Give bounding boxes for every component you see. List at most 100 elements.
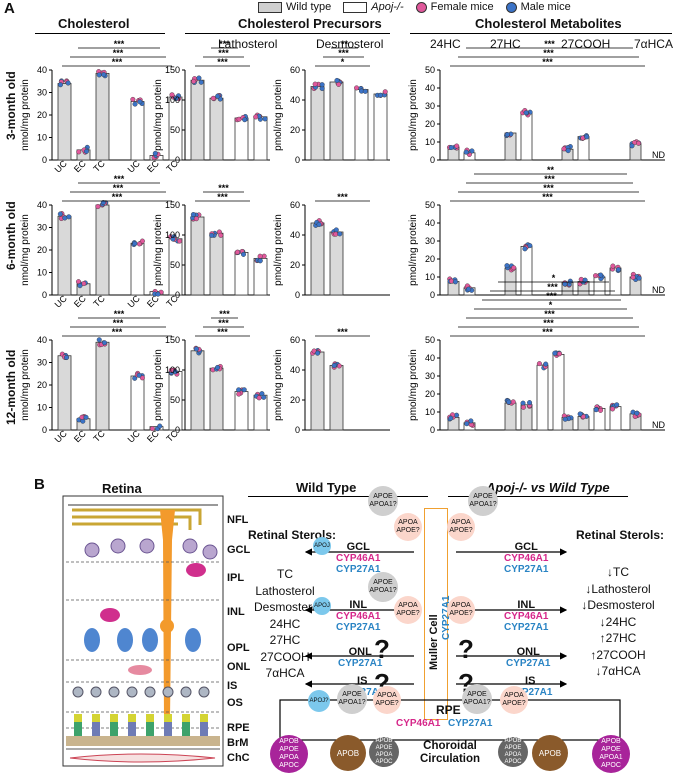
data-point [634, 410, 640, 416]
y-tick-label: 40 [37, 65, 47, 75]
panel-a-letter: A [4, 0, 15, 17]
data-point [149, 426, 155, 432]
y-axis-label: nmol/mg protein [20, 79, 31, 151]
data-point [520, 400, 526, 406]
data-point [169, 92, 175, 98]
nd-label: ND [652, 285, 665, 295]
y-tick-label: 0 [430, 425, 435, 435]
bar [310, 351, 325, 431]
bipolar-cells [84, 628, 201, 652]
horizontal-cell [128, 665, 152, 675]
wt-onl: ONL CYP27A1 [338, 646, 383, 670]
data-point [506, 399, 512, 405]
legend-female: Female mice [415, 1, 494, 13]
data-point [62, 215, 68, 221]
data-point [157, 423, 163, 429]
data-point [580, 414, 586, 420]
y-tick-label: 20 [425, 389, 435, 399]
data-point [137, 99, 143, 105]
y-tick-label: 0 [295, 155, 300, 165]
y-tick-label: 0 [42, 290, 47, 300]
data-point [504, 132, 510, 138]
data-point [593, 407, 599, 413]
bar [609, 267, 622, 296]
nd-label: ND [652, 420, 665, 430]
rpe-box [279, 699, 621, 741]
y-tick-label: 150 [165, 65, 180, 75]
y-tick-label: 0 [430, 155, 435, 165]
y-tick-label: 30 [425, 371, 435, 381]
ko-sterols-title: Retinal Sterols: [576, 528, 665, 542]
header-rule [35, 33, 165, 34]
data-point [132, 101, 138, 107]
data-point [511, 265, 517, 271]
data-point [96, 337, 102, 343]
header-cholesterol: Cholesterol [58, 16, 130, 31]
data-point [562, 281, 568, 287]
y-tick-label: 30 [37, 88, 47, 98]
ko-inl: INL CYP46A1 CYP27A1 [504, 599, 549, 634]
photoreceptors [72, 686, 210, 736]
data-point [543, 361, 549, 367]
y-tick-label: 10 [37, 403, 47, 413]
apoj-circle: APOJ [313, 597, 331, 615]
data-point [510, 399, 516, 405]
bar [95, 204, 110, 296]
data-point [469, 148, 475, 154]
bar [57, 355, 72, 431]
header-rule [185, 33, 390, 34]
y-tick-label: 10 [425, 137, 435, 147]
y-tick-label: 30 [37, 223, 47, 233]
amacrine-cell [186, 563, 206, 577]
data-point [577, 411, 583, 417]
wt-gcl: GCL CYP46A1 CYP27A1 [336, 541, 381, 576]
layer-label: IS [227, 680, 238, 692]
bar [253, 394, 268, 431]
data-point [196, 75, 202, 81]
sig-label: *** [112, 192, 123, 202]
y-tick-label: 40 [425, 353, 435, 363]
legend-ko: Apoj-/- [343, 1, 404, 13]
sig-label: *** [218, 183, 229, 193]
layer-label: NFL [227, 514, 249, 526]
y-axis-label: pmol/mg protein [273, 214, 284, 286]
data-point [598, 272, 604, 278]
data-point [236, 391, 242, 397]
data-point [190, 212, 196, 218]
y-tick-label: 20 [290, 125, 300, 135]
layer-label: INL [227, 606, 245, 618]
y-tick-label: 0 [42, 425, 47, 435]
y-tick-label: 50 [170, 125, 180, 135]
y-tick-label: 20 [290, 395, 300, 405]
sig-label: *** [217, 192, 228, 202]
bar [130, 101, 145, 161]
data-point [382, 89, 388, 95]
bar [190, 79, 205, 161]
y-tick-label: 40 [290, 230, 300, 240]
data-point [635, 140, 641, 146]
y-tick-label: 150 [165, 200, 180, 210]
bar [57, 83, 72, 161]
y-tick-label: 40 [290, 365, 300, 375]
y-axis-label: pmol/mg protein [153, 79, 164, 151]
sig-label: *** [544, 39, 555, 49]
data-point [83, 148, 89, 154]
data-point [83, 414, 89, 420]
y-tick-label: 100 [165, 230, 180, 240]
bar [209, 232, 224, 296]
sig-label: *** [543, 318, 554, 328]
data-point [362, 88, 368, 94]
data-point [242, 117, 248, 123]
data-point [236, 387, 242, 393]
data-point [504, 263, 510, 269]
y-tick-label: 30 [425, 236, 435, 246]
rpe-enzyme-1: CYP46A1 [396, 718, 441, 729]
sig-label: *** [217, 327, 228, 337]
data-point [466, 286, 472, 292]
y-tick-label: 20 [425, 254, 435, 264]
data-point [468, 418, 474, 424]
nfl-axons [72, 508, 202, 530]
bar [253, 257, 268, 296]
bar [234, 117, 249, 161]
bar [329, 81, 344, 161]
